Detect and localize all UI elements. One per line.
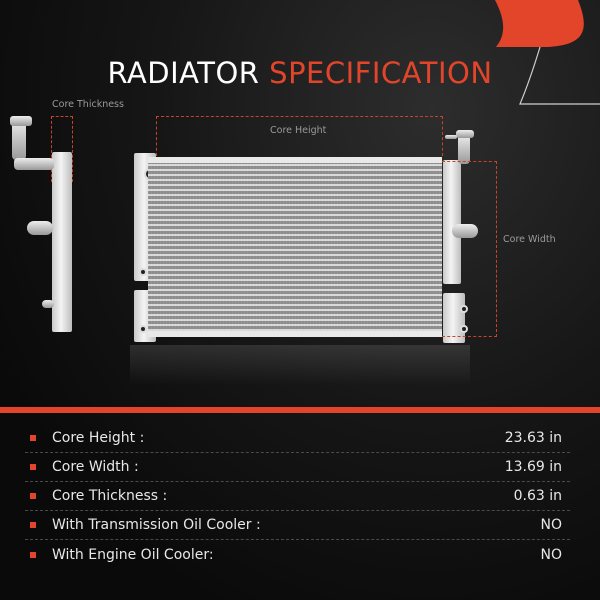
side-fitting: [42, 300, 54, 308]
core-width-label: Core Width: [503, 234, 556, 245]
left-mount-hole: [139, 268, 147, 276]
core-thickness-label: Core Thickness: [52, 99, 124, 110]
page-title: RADIATOR SPECIFICATION: [0, 56, 600, 90]
upper-hose-pipe: [12, 118, 26, 160]
side-tank: [52, 152, 72, 332]
side-outlet-pipe: [27, 221, 53, 235]
core-thickness-dimension: [51, 116, 73, 182]
accent-divider: [0, 407, 600, 413]
filler-neck: [10, 116, 32, 126]
upper-hose-pipe-bend: [14, 158, 54, 170]
spec-value: 13.69 in: [504, 459, 562, 475]
bullet-icon: [30, 522, 36, 528]
core-height-label: Core Height: [270, 125, 327, 136]
spec-label: With Transmission Oil Cooler :: [52, 517, 261, 533]
spec-row-engine-oil-cooler: With Engine Oil Cooler: NO: [25, 540, 570, 569]
spec-value: 0.63 in: [513, 488, 562, 504]
bullet-icon: [30, 493, 36, 499]
spec-row-core-thickness: Core Thickness : 0.63 in: [25, 482, 570, 511]
overflow-nipple: [445, 135, 457, 139]
spec-value: NO: [540, 546, 563, 563]
bullet-icon: [30, 435, 36, 441]
spec-list: Core Height : 23.63 in Core Width : 13.6…: [25, 424, 570, 569]
right-lower-bracket: [443, 293, 465, 343]
red-corner-curve: [495, 0, 581, 47]
right-fitting-1: [460, 305, 468, 313]
spec-row-transmission-oil-cooler: With Transmission Oil Cooler : NO: [25, 511, 570, 540]
bullet-icon: [30, 551, 36, 558]
right-tank: [443, 160, 461, 284]
spec-row-core-height: Core Height : 23.63 in: [25, 424, 570, 453]
spec-value: 23.63 in: [504, 430, 562, 446]
title-specification: SPECIFICATION: [269, 56, 493, 90]
radiator-reflection: [130, 345, 470, 385]
core-height-dimension: [156, 116, 443, 156]
title-radiator: RADIATOR: [107, 56, 260, 90]
right-outlet-pipe: [452, 224, 478, 238]
spec-row-core-width: Core Width : 13.69 in: [25, 453, 570, 482]
right-filler-pipe: [458, 134, 470, 164]
right-filler-cap: [456, 130, 474, 138]
core-width-dimension: [442, 161, 497, 337]
spec-label: Core Height :: [52, 430, 145, 446]
red-corner-shape: [495, 0, 584, 47]
radiator-core: [148, 157, 442, 337]
left-lower-hole: [139, 325, 147, 333]
right-fitting-2: [460, 325, 468, 333]
bullet-icon: [30, 464, 36, 470]
spec-label: With Engine Oil Cooler:: [52, 546, 214, 563]
spec-value: NO: [540, 517, 563, 533]
spec-label: Core Width :: [52, 459, 139, 475]
spec-label: Core Thickness :: [52, 488, 168, 504]
